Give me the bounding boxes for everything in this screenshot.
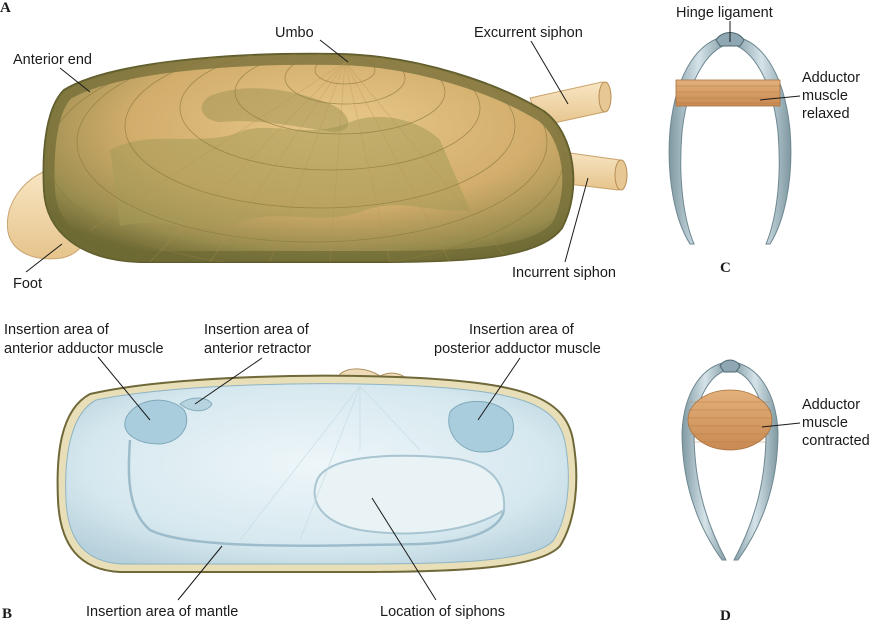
left-valve-c (668, 35, 729, 245)
leader-siphons (371, 497, 437, 601)
panel-a-shell-exterior (6, 52, 628, 263)
leader-anterior-retractor (194, 357, 263, 405)
panel-label-a: A (0, 0, 11, 16)
leader-contracted (761, 422, 801, 428)
anterior-adductor-scar (124, 399, 188, 445)
leader-posterior-adductor (477, 357, 521, 421)
label-mantle: Insertion area of mantle (86, 604, 238, 620)
panel-b-shell-interior (56, 368, 578, 573)
label-contracted-l3: contracted (802, 433, 870, 449)
posterior-adductor-scar (448, 400, 514, 453)
label-siphons: Location of siphons (380, 604, 505, 620)
leader-anterior-adductor (97, 356, 151, 421)
panel-d-valves-closed (681, 359, 779, 561)
leader-mantle (177, 545, 223, 601)
label-umbo: Umbo (275, 25, 314, 41)
panel-label-d: D (720, 608, 731, 622)
label-anterior-adductor-l1: Insertion area of (4, 322, 110, 338)
adductor-muscle-contracted (687, 389, 773, 451)
hinge-ligament-d (719, 359, 741, 373)
leader-foot (25, 243, 63, 273)
right-valve-c (731, 35, 792, 245)
label-anterior-adductor-l2: anterior adductor muscle (4, 341, 164, 357)
panel-label-b: B (2, 606, 12, 622)
panel-label-c: C (720, 260, 731, 276)
siphon-location (313, 454, 506, 535)
label-incurrent-siphon: Incurrent siphon (512, 265, 616, 281)
leader-excurrent-siphon (530, 40, 569, 105)
label-posterior-adductor-l1: Insertion area of (469, 322, 575, 338)
label-anterior-end: Anterior end (13, 52, 92, 68)
panel-c-valves-open (668, 32, 792, 245)
leader-relaxed (759, 95, 801, 101)
label-posterior-adductor-l2: posterior adductor muscle (434, 341, 601, 357)
label-hinge-ligament: Hinge ligament (676, 5, 773, 21)
label-foot: Foot (13, 276, 42, 292)
anterior-retractor-scar (179, 397, 213, 412)
adductor-muscle-relaxed (675, 79, 781, 107)
label-relaxed-l2: muscle (802, 88, 848, 104)
label-contracted-l1: Adductor (802, 397, 860, 413)
label-anterior-retractor-l2: anterior retractor (204, 341, 311, 357)
leader-umbo (319, 39, 349, 63)
label-anterior-retractor-l1: Insertion area of (204, 322, 310, 338)
label-relaxed-l3: relaxed (802, 106, 850, 122)
leader-incurrent-siphon (564, 177, 589, 263)
mantle-insertion-line (127, 439, 506, 547)
label-relaxed-l1: Adductor (802, 70, 860, 86)
label-excurrent-siphon: Excurrent siphon (474, 25, 583, 41)
label-contracted-l2: muscle (802, 415, 848, 431)
leader-anterior-end (59, 67, 91, 93)
